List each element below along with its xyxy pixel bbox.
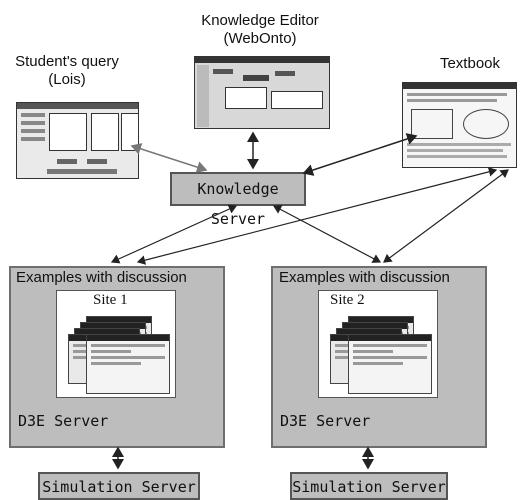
arrow-lois-knowledge — [130, 143, 208, 173]
site-1-title: Examples with discussion — [16, 269, 187, 286]
knowledge-editor-title-line1: Knowledge Editor — [201, 12, 319, 29]
simulation-server-2-box: Simulation Server — [290, 472, 448, 500]
site-1-label: Site 1 — [93, 292, 128, 308]
webonto-screenshot — [194, 56, 330, 129]
site-2-title: Examples with discussion — [279, 269, 450, 286]
knowledge-editor-title-line2: (WebOnto) — [223, 30, 297, 47]
lois-screenshot — [16, 102, 139, 179]
simulation-server-2-label: Simulation Server — [292, 478, 446, 496]
student-query-title-line2: (Lois) — [48, 71, 86, 88]
arrow-textbook-site2 — [383, 169, 509, 263]
site-2-window-front — [348, 334, 432, 394]
student-query-title: Student's query (Lois) — [2, 53, 132, 89]
textbook-title: Textbook — [439, 55, 501, 72]
arrow-textbook-site1 — [136, 167, 498, 265]
student-query-title-line1: Student's query — [15, 53, 119, 70]
simulation-server-1-label: Simulation Server — [42, 478, 196, 496]
site-1-server-label: D3E Server — [18, 412, 109, 430]
arrow-knowledge-site2 — [272, 205, 382, 263]
site-2-label: Site 2 — [330, 292, 365, 308]
arrow-textbook-knowledge — [302, 133, 418, 176]
site-1-window-front — [86, 334, 170, 394]
textbook-screenshot — [402, 82, 517, 168]
arrow-knowledge-site1 — [110, 204, 238, 264]
knowledge-editor-title: Knowledge Editor (WebOnto) — [185, 12, 335, 48]
site-2-server-label: D3E Server — [280, 412, 371, 430]
simulation-server-1-box: Simulation Server — [38, 472, 200, 500]
